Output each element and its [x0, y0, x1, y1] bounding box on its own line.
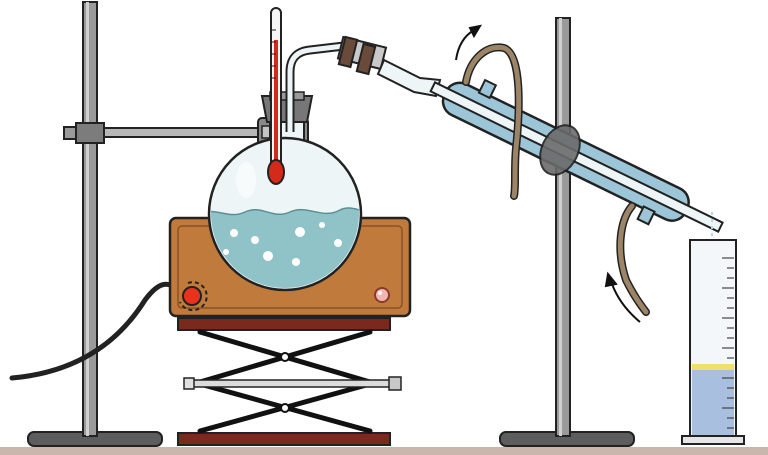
- lab-jack-bottom-plate: [177, 432, 391, 446]
- distillate-meniscus: [692, 364, 734, 370]
- bench-surface: [0, 447, 768, 455]
- graduated-cylinder: [681, 239, 745, 445]
- thermometer: [267, 7, 285, 185]
- left-clamp-arm: [103, 127, 275, 138]
- thermometer-bulb: [267, 159, 285, 185]
- liebig-condenser: [429, 78, 724, 233]
- tube-connector-left-band: [337, 35, 359, 69]
- lab-jack-screw: [189, 379, 391, 388]
- condenser-clamp: [539, 124, 581, 176]
- boiling-bubbles: [223, 222, 342, 266]
- tube-connector-right-band: [355, 42, 377, 76]
- left-clamp-boss: [75, 122, 105, 144]
- right-retort-stand: [499, 17, 635, 447]
- left-stand-rod: [82, 1, 98, 437]
- vapour-delivery-tube: [285, 35, 442, 132]
- hotplate-power-cable: [9, 281, 183, 381]
- lab-jack-screw-knob: [388, 376, 402, 391]
- scissor-lab-jack: [177, 317, 402, 446]
- hotplate-heat-knob: [182, 286, 202, 306]
- cylinder-graduations: [722, 257, 734, 429]
- hotplate-indicator-light: [374, 287, 390, 303]
- left-clamp-screw: [63, 126, 77, 140]
- cylinder-foot: [681, 435, 745, 445]
- right-stand-rod: [555, 17, 571, 437]
- arrow-up-left-icon: [604, 271, 641, 323]
- lab-jack-top-plate: [177, 317, 391, 331]
- arrow-up-right-icon: [455, 24, 483, 61]
- distillate-liquid: [692, 368, 734, 436]
